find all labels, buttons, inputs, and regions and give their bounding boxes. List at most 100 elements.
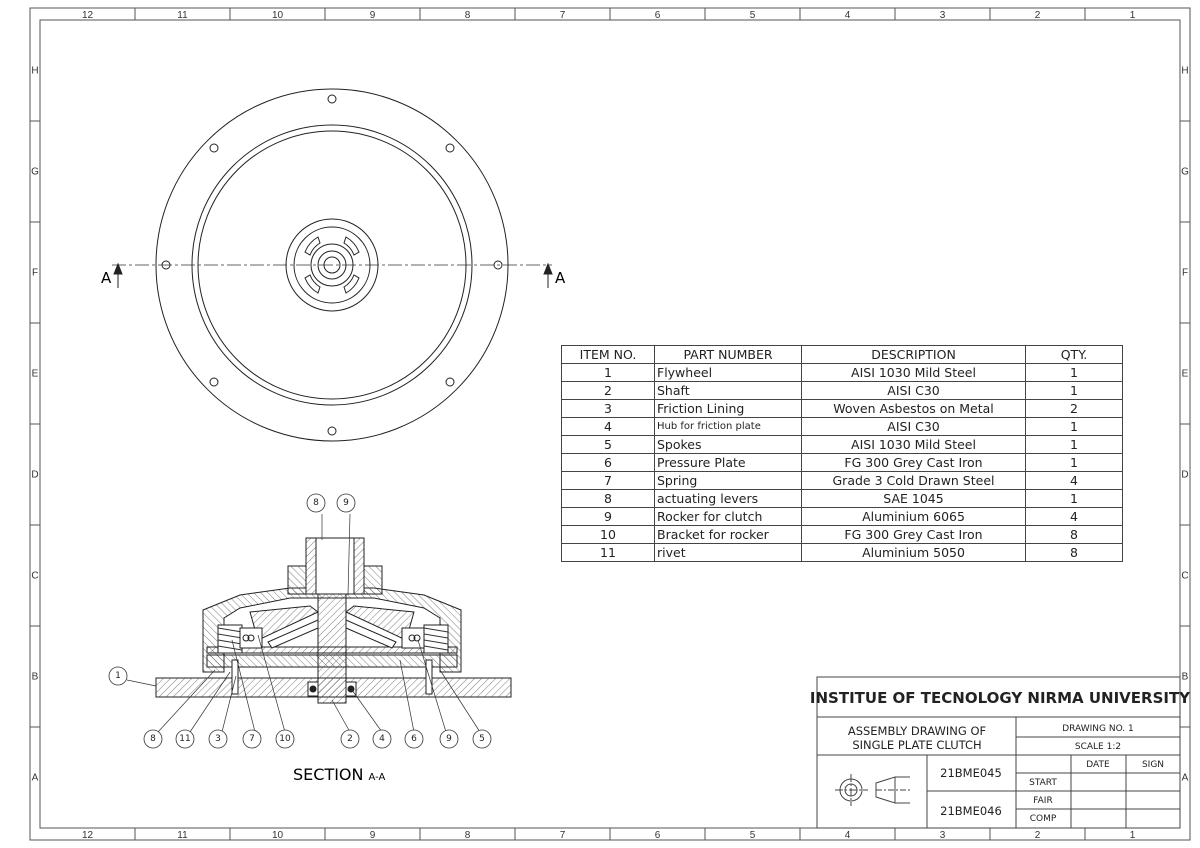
bom-cell-part: rivet: [654, 543, 802, 562]
zone-col-7-bottom: 7: [560, 830, 566, 841]
callout-bottom-2: 2: [340, 729, 360, 749]
bom-cell-item: 9: [561, 507, 655, 526]
section-letter-right: A: [555, 269, 566, 287]
bom-header-part: PART NUMBER: [654, 345, 802, 364]
svg-text:1: 1: [115, 671, 121, 681]
section-arrow-right: [543, 262, 553, 288]
bom-cell-part: Spokes: [654, 435, 802, 454]
callout-bottom-10: 10: [275, 729, 295, 749]
bom-header-qty: QTY.: [1025, 345, 1123, 364]
bom-cell-part: Rocker for clutch: [654, 507, 802, 526]
bom-cell-qty: 8: [1025, 525, 1123, 544]
zone-row-H-right: H: [1181, 66, 1188, 77]
bom-cell-desc: SAE 1045: [801, 489, 1026, 508]
comp-label: COMP: [1030, 814, 1057, 824]
bom-cell-desc: Aluminium 5050: [801, 543, 1026, 562]
zone-col-8-bottom: 8: [465, 830, 471, 841]
zone-col-4-top: 4: [845, 10, 851, 21]
callout-top-8: 8: [306, 493, 326, 513]
bom-cell-part: Shaft: [654, 381, 802, 400]
bom-cell-part: Bracket for rocker: [654, 525, 802, 544]
zone-col-3-top: 3: [940, 10, 946, 21]
bom-cell-desc: FG 300 Grey Cast Iron: [801, 525, 1026, 544]
zone-col-5-top: 5: [750, 10, 756, 21]
bom-cell-desc: Grade 3 Cold Drawn Steel: [801, 471, 1026, 490]
bom-cell-item: 5: [561, 435, 655, 454]
bom-header-description: DESCRIPTION: [801, 345, 1026, 364]
callout-left-1: 1: [108, 666, 128, 686]
bom-cell-part: Hub for friction plate: [654, 417, 802, 436]
svg-text:8: 8: [313, 498, 319, 508]
bom-cell-item: 2: [561, 381, 655, 400]
bom-cell-qty: 1: [1025, 453, 1123, 472]
svg-text:7: 7: [249, 734, 255, 744]
bom-cell-desc: AISI C30: [801, 381, 1026, 400]
bom-cell-item: 11: [561, 543, 655, 562]
svg-text:3: 3: [215, 734, 221, 744]
date-header: DATE: [1086, 760, 1110, 770]
zone-col-11-bottom: 11: [177, 830, 188, 841]
callout-bottom-7: 7: [242, 729, 262, 749]
institution-name: INSTITUE OF TECNOLOGY NIRMA UNIVERSITY: [810, 689, 1191, 707]
zone-row-D-left: D: [31, 470, 38, 481]
start-label: START: [1029, 778, 1057, 788]
fair-label: FAIR: [1033, 796, 1052, 806]
zone-row-G-right: G: [1181, 167, 1189, 178]
bom-cell-qty: 1: [1025, 363, 1123, 382]
bom-cell-desc: Woven Asbestos on Metal: [801, 399, 1026, 418]
bom-cell-desc: Aluminium 6065: [801, 507, 1026, 526]
callout-bottom-3: 3: [208, 729, 228, 749]
zone-row-F-right: F: [1182, 268, 1188, 279]
callout-bottom-4: 4: [372, 729, 392, 749]
svg-text:5: 5: [479, 734, 485, 744]
student-id-2: 21BME046: [940, 804, 1002, 818]
callout-bottom-6: 6: [404, 729, 424, 749]
bom-header-item: ITEM NO.: [561, 345, 655, 364]
zone-row-E-right: E: [1182, 369, 1189, 380]
zone-row-C-left: C: [31, 571, 38, 582]
zone-col-6-top: 6: [655, 10, 661, 21]
callout-bottom-11: 11: [175, 729, 195, 749]
bom-cell-part: Flywheel: [654, 363, 802, 382]
section-view: [126, 513, 512, 733]
callout-top-9: 9: [336, 493, 356, 513]
bom-cell-qty: 8: [1025, 543, 1123, 562]
zone-col-10-bottom: 10: [272, 830, 284, 841]
bom-cell-part: Friction Lining: [654, 399, 802, 418]
bom-cell-item: 10: [561, 525, 655, 544]
bom-cell-qty: 1: [1025, 489, 1123, 508]
svg-text:8: 8: [150, 734, 156, 744]
bom-cell-item: 6: [561, 453, 655, 472]
sign-header: SIGN: [1142, 760, 1164, 770]
bom-cell-qty: 1: [1025, 417, 1123, 436]
zone-col-7-top: 7: [560, 10, 566, 21]
bom-cell-desc: AISI 1030 Mild Steel: [801, 363, 1026, 382]
bom-cell-item: 3: [561, 399, 655, 418]
zone-col-9-bottom: 9: [370, 830, 376, 841]
svg-text:11: 11: [179, 734, 190, 744]
svg-text:9: 9: [446, 734, 452, 744]
bom-cell-item: 4: [561, 417, 655, 436]
bom-cell-item: 1: [561, 363, 655, 382]
bom-cell-part: Spring: [654, 471, 802, 490]
callout-bottom-8: 8: [143, 729, 163, 749]
student-id-1: 21BME045: [940, 766, 1002, 780]
zone-col-2-bottom: 2: [1035, 830, 1041, 841]
callout-bottom-9: 9: [439, 729, 459, 749]
bom-cell-desc: AISI 1030 Mild Steel: [801, 435, 1026, 454]
bom-cell-desc: AISI C30: [801, 417, 1026, 436]
zone-col-2-top: 2: [1035, 10, 1041, 21]
zone-row-D-right: D: [1181, 470, 1188, 481]
drawing-title-line1: ASSEMBLY DRAWING OF: [848, 724, 986, 738]
